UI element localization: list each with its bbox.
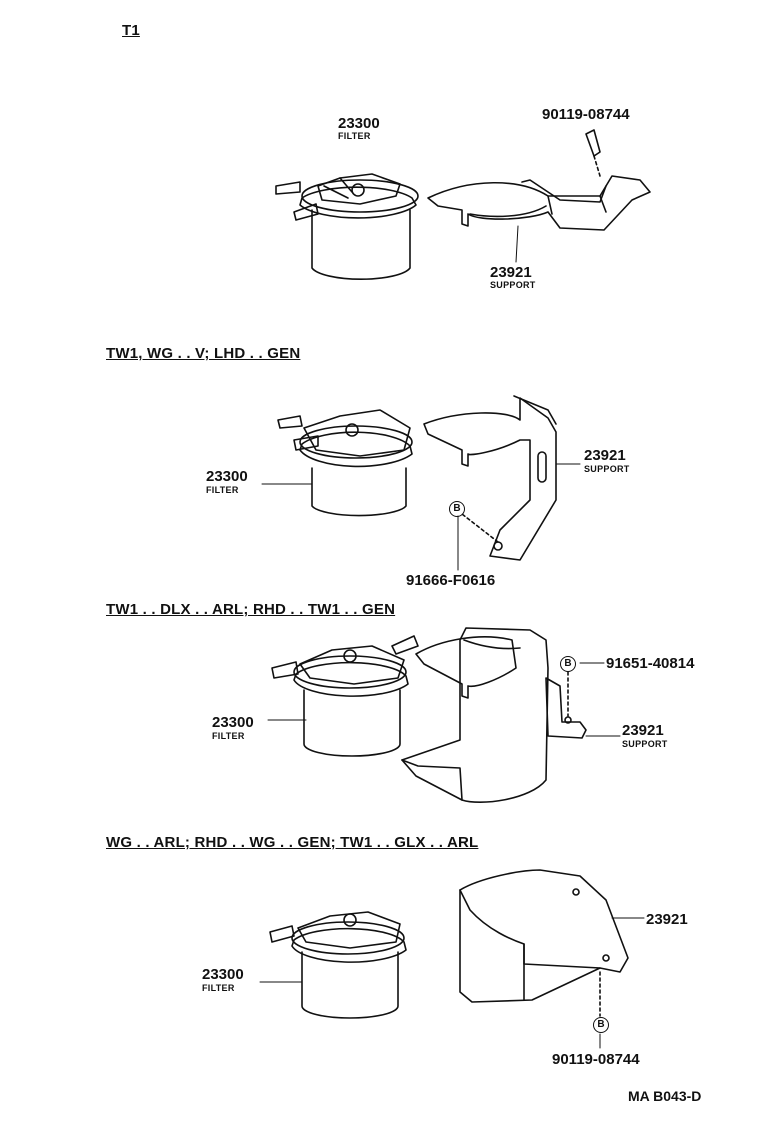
support-1-part-number[interactable]: 23921 <box>490 264 532 281</box>
filter-2-drawing <box>278 410 412 516</box>
fastener-4-symbol: B <box>593 1017 609 1033</box>
filter-3-drawing <box>272 636 418 756</box>
diagram-code: T1 <box>122 22 140 39</box>
filter-4-part-number[interactable]: 23300 <box>202 966 244 983</box>
fastener-3-symbol: B <box>560 656 576 672</box>
support-4-part-number[interactable]: 23921 <box>646 911 688 928</box>
section-3-header: TW1 . . DLX . . ARL; RHD . . TW1 . . GEN <box>106 601 396 618</box>
section-2-header: TW1, WG . . V; LHD . . GEN <box>106 345 301 362</box>
support-4-drawing <box>460 870 628 1016</box>
fastener-4-part-number[interactable]: 90119-08744 <box>552 1051 640 1068</box>
section-4-header: WG . . ARL; RHD . . WG . . GEN; TW1 . . … <box>106 834 479 851</box>
filter-4-name: FILTER <box>202 983 235 993</box>
filter-1-part-number[interactable]: 23300 <box>338 115 380 132</box>
support-3-part-number[interactable]: 23921 <box>622 722 664 739</box>
fastener-3-part-number[interactable]: 91651-40814 <box>606 655 695 672</box>
fastener-2-part-number[interactable]: 91666-F0616 <box>406 572 496 589</box>
support-3-drawing <box>402 628 586 802</box>
fastener-2-symbol-letter: B <box>453 503 461 514</box>
support-2-name: SUPPORT <box>584 464 630 474</box>
support-3-name: SUPPORT <box>622 739 668 749</box>
support-2-part-number[interactable]: 23921 <box>584 447 626 464</box>
fastener-4-symbol-letter: B <box>597 1019 605 1030</box>
support-1-drawing <box>428 130 650 230</box>
filter-1-name: FILTER <box>338 131 371 141</box>
filter-3-name: FILTER <box>212 731 245 741</box>
support-1-name: SUPPORT <box>490 280 536 290</box>
fastener-2-symbol: B <box>449 501 465 517</box>
filter-2-part-number[interactable]: 23300 <box>206 468 248 485</box>
filter-1-drawing <box>276 174 418 279</box>
filter-3-part-number[interactable]: 23300 <box>212 714 254 731</box>
filter-4-drawing <box>270 912 406 1018</box>
support-2-drawing <box>424 396 556 560</box>
fastener-3-symbol-letter: B <box>564 658 572 669</box>
filter-2-name: FILTER <box>206 485 239 495</box>
leader-lines <box>260 226 644 1048</box>
footer-code: MA B043-D <box>628 1088 702 1104</box>
fastener-1-part-number[interactable]: 90119-08744 <box>542 106 630 123</box>
